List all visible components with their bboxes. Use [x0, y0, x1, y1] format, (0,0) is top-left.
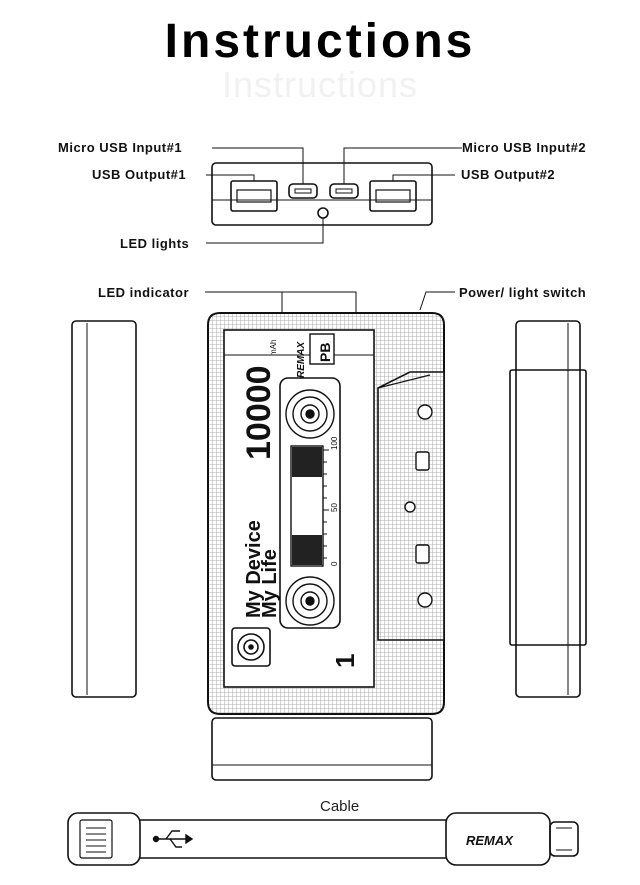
label-micro-usb-input-2: Micro USB Input#2: [462, 140, 587, 155]
ghost-title: Instructions: [221, 64, 419, 105]
slogan-line1: My Device: [243, 520, 265, 618]
tape-reel-icon: [285, 389, 335, 439]
pb-badge: PB: [317, 343, 333, 362]
tape-reel-icon: [285, 576, 335, 626]
led-light-icon: [317, 207, 329, 219]
cassette-label-text: 10000 mAh My Device My Life REMAX PB 1 1…: [240, 340, 360, 668]
label-cable: Cable: [320, 798, 360, 815]
page-title: Instructions: [164, 15, 476, 68]
label-power-light-switch: Power/ light switch: [459, 285, 587, 300]
leader-lines: [205, 147, 462, 320]
label-led-indicator: LED indicator: [98, 285, 190, 300]
scale-100: 100: [330, 436, 339, 450]
usb-trident-icon: [152, 830, 194, 848]
powerbank-left-side-view: [71, 320, 137, 698]
cassette-front: [207, 312, 445, 715]
usb-port-icon: [230, 180, 278, 212]
powerbank-bottom-view: [211, 717, 433, 781]
side-number: 1: [330, 654, 360, 668]
powerbank-right-side-view: [509, 320, 587, 698]
cable-illustration: [67, 812, 579, 866]
speaker-icon: [231, 627, 271, 667]
micro-usb-port-icon: [329, 183, 359, 199]
scale-50: 50: [330, 503, 339, 512]
powerbank-top-view: [211, 162, 433, 226]
capacity-text: 10000: [240, 365, 278, 460]
micro-usb-port-icon: [288, 183, 318, 199]
usb-port-icon: [369, 180, 417, 212]
label-led-lights: LED lights: [120, 236, 190, 251]
slogan-line2: My Life: [259, 549, 281, 618]
cable-brand: REMAX: [466, 833, 514, 848]
cassette-brand: REMAX: [296, 341, 307, 378]
label-usb-output-2: USB Output#2: [461, 167, 556, 182]
scale-0: 0: [330, 561, 339, 566]
capacity-unit-text: mAh: [269, 340, 278, 356]
label-micro-usb-input-1: Micro USB Input#1: [58, 140, 183, 155]
label-usb-output-1: USB Output#1: [92, 167, 187, 182]
